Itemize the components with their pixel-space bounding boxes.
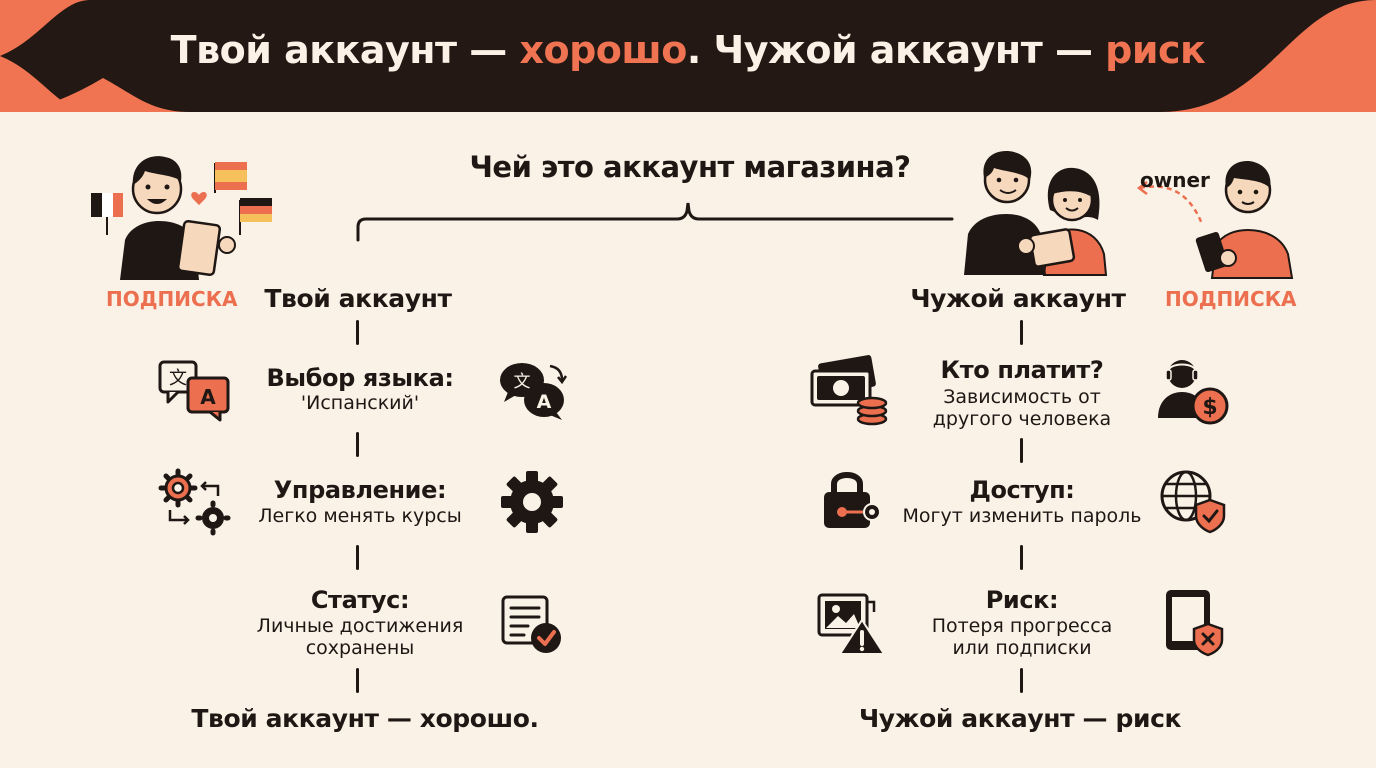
globe-shield-icon xyxy=(1160,470,1226,534)
padlock-key-icon xyxy=(824,472,881,528)
happy-learner-illustration xyxy=(91,156,272,280)
left-connector xyxy=(356,320,359,345)
left-connector xyxy=(356,432,359,457)
left-item-2-desc: Легко менять курсы xyxy=(258,505,462,527)
svg-text:文: 文 xyxy=(514,372,531,392)
decision-bracket xyxy=(356,202,954,242)
left-item-1-desc: 'Испанский' xyxy=(300,392,420,414)
question-heading: Чей это аккаунт магазина? xyxy=(469,150,911,184)
right-connector xyxy=(1020,545,1023,570)
shared-account-illustration xyxy=(964,151,1108,276)
left-subscription-label: ПОДПИСКА xyxy=(106,287,238,311)
owner-label: owner xyxy=(1140,168,1210,192)
gear-icon xyxy=(501,471,563,533)
settings-sync-icon xyxy=(158,468,231,536)
right-connector xyxy=(1020,438,1023,463)
right-item-3-desc: Потеря прогресса или подписки xyxy=(931,615,1113,659)
right-item-3-title: Риск: xyxy=(985,586,1059,614)
owner-person-illustration xyxy=(1195,161,1294,279)
right-column-heading: Чужой аккаунт xyxy=(910,284,1126,313)
user-payment-icon: $ xyxy=(1158,360,1229,425)
left-item-3-desc: Личные достижения сохранены xyxy=(256,615,464,659)
right-item-2-desc: Могут изменить пароль xyxy=(902,505,1142,527)
image-warning-icon xyxy=(817,593,885,655)
right-connector xyxy=(1020,668,1023,693)
svg-text:A: A xyxy=(200,385,216,409)
money-coins-icon xyxy=(810,355,888,426)
tablet-shield-icon xyxy=(1166,590,1224,657)
checklist-done-icon xyxy=(501,595,561,653)
svg-text:文: 文 xyxy=(169,368,187,389)
right-subscription-label: ПОДПИСКА xyxy=(1165,287,1297,311)
svg-text:$: $ xyxy=(1202,395,1217,420)
header-banner xyxy=(0,0,1376,112)
owner-arrow xyxy=(1136,181,1204,225)
right-item-2-title: Доступ: xyxy=(969,476,1075,504)
left-column-heading: Твой аккаунт xyxy=(264,284,452,313)
left-conclusion: Твой аккаунт — хорошо. xyxy=(191,704,539,733)
left-connector xyxy=(356,668,359,693)
translate-bubble-icon: 文 A xyxy=(158,360,230,422)
right-conclusion: Чужой аккаунт — риск xyxy=(858,704,1182,733)
left-connector xyxy=(356,545,359,570)
language-swap-icon: 文 A xyxy=(500,363,568,420)
left-item-2-title: Управление: xyxy=(273,476,447,504)
right-item-1-desc: Зависимость от другого человека xyxy=(932,386,1112,430)
right-item-1-title: Кто платит? xyxy=(940,356,1104,384)
right-connector xyxy=(1020,320,1023,345)
page-title: Твой аккаунт — хорошо. Чужой аккаунт — р… xyxy=(170,28,1206,72)
left-item-1-title: Выбор языка: xyxy=(266,364,454,392)
svg-text:A: A xyxy=(537,391,552,413)
left-item-3-title: Статус: xyxy=(310,586,410,614)
